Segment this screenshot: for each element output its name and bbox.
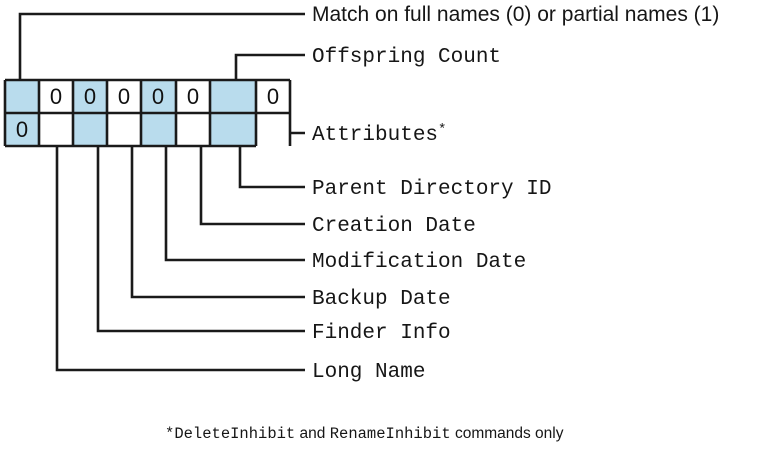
- grid-cell-r1c5: [141, 80, 176, 113]
- callout-label-parent-directory-id: Parent Directory ID: [312, 178, 551, 201]
- leader-parent-directory-id: [238, 136, 305, 189]
- grid-cell-r1c1: [5, 80, 39, 113]
- footnote: *DeleteInhibit and RenameInhibit command…: [165, 425, 564, 443]
- grid-cell-value-r1c5: 0: [152, 84, 164, 109]
- callout-label-creation-date: Creation Date: [312, 215, 476, 238]
- footnote-conjunction: and: [295, 425, 329, 442]
- callout-label-match-names: Match on full names (0) or partial names…: [312, 3, 719, 26]
- callout-label-offspring-count: Offspring Count: [312, 46, 501, 69]
- leader-finder-info: [96, 136, 305, 333]
- grid-cell-r1c6: [176, 80, 210, 113]
- svg-text:*DeleteInhibit and RenameInhib: *DeleteInhibit and RenameInhibit command…: [165, 425, 564, 443]
- footnote-rename-inhibit: RenameInhibit: [330, 425, 451, 443]
- callout-label-long-name: Long Name: [312, 361, 425, 384]
- grid-cell-value-r1c8: 0: [267, 84, 279, 109]
- footnote-suffix: commands only: [451, 425, 564, 442]
- callout-label-attributes-group: Attributes *: [312, 122, 446, 147]
- grid-cell-r1c2: [39, 80, 73, 113]
- grid-cell-r2c3: [73, 113, 107, 146]
- leader-lines: [18, 12, 305, 372]
- grid-cell-value-r1c4: 0: [118, 84, 130, 109]
- grid-cell-r1c3: [73, 80, 107, 113]
- grid-cell-value-r1c6: 0: [187, 84, 199, 109]
- grid-cell-r2c6: [176, 113, 210, 146]
- leader-match-names: [18, 12, 305, 104]
- grid-cell-r2c8: [256, 113, 290, 146]
- grid-cell-r2c5: [141, 113, 176, 146]
- leader-backup-date: [130, 136, 305, 299]
- callout-label-finder-info: Finder Info: [312, 322, 451, 345]
- grid-cell-r2c4: [107, 113, 141, 146]
- bit-field-grid: 0 0 0 0 0 0 0: [3, 78, 292, 148]
- callout-label-modification-date: Modification Date: [312, 251, 526, 274]
- attributes-footnote-marker: *: [438, 122, 446, 138]
- grid-cell-r2c7: [210, 113, 256, 146]
- leader-modification-date: [164, 136, 305, 262]
- grid-cell-value-r1c3: 0: [84, 84, 96, 109]
- grid-cell-r2c2: [39, 113, 73, 146]
- grid-cell-r1c7: [210, 80, 256, 113]
- grid-cell-value-r1c2: 0: [50, 84, 62, 109]
- callout-label-backup-date: Backup Date: [312, 288, 451, 311]
- footnote-delete-inhibit: DeleteInhibit: [174, 425, 295, 443]
- grid-cell-r1c8: [256, 80, 290, 113]
- callout-label-attributes: Attributes: [312, 124, 438, 147]
- grid-cell-r2c1: [5, 113, 39, 146]
- leader-creation-date: [199, 136, 305, 226]
- grid-cell-r1c4: [107, 80, 141, 113]
- leader-long-name: [55, 136, 305, 372]
- footnote-marker: *: [165, 425, 174, 443]
- grid-cell-value-r2c1: 0: [16, 117, 28, 142]
